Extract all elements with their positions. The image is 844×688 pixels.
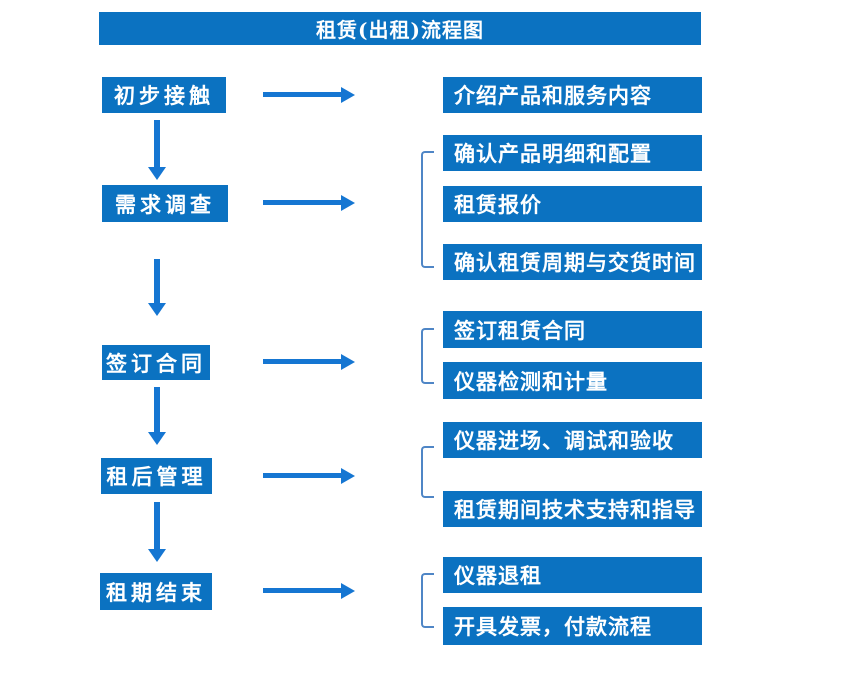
right-arrow-icon	[263, 354, 355, 370]
down-arrow-icon	[148, 259, 166, 316]
flowchart-title: 租赁(出租)流程图	[99, 12, 701, 45]
step-sign-contract: 签订合同	[102, 345, 210, 380]
detail-confirm-rental-period-delivery: 确认租赁周期与交货时间	[443, 244, 702, 280]
detail-instrument-return: 仪器退租	[443, 557, 702, 593]
detail-technical-support-guidance: 租赁期间技术支持和指导	[443, 491, 702, 527]
group-bracket	[421, 328, 434, 384]
group-bracket	[421, 446, 434, 498]
step-initial-contact: 初步接触	[102, 77, 226, 113]
right-arrow-icon	[263, 195, 355, 211]
right-arrow-icon	[263, 87, 355, 103]
step-rental-end: 租期结束	[100, 573, 212, 610]
detail-introduce-products-services: 介绍产品和服务内容	[443, 77, 702, 113]
step-post-rental-management: 租后管理	[101, 458, 212, 494]
detail-confirm-product-details-config: 确认产品明细和配置	[443, 135, 702, 171]
detail-instrument-testing-metering: 仪器检测和计量	[443, 362, 702, 399]
detail-rental-quotation: 租赁报价	[443, 186, 702, 222]
down-arrow-icon	[148, 502, 166, 562]
detail-instrument-entry-debug-acceptance: 仪器进场、调试和验收	[443, 422, 702, 458]
step-demand-survey: 需求调查	[102, 185, 228, 222]
right-arrow-icon	[263, 583, 355, 599]
right-arrow-icon	[263, 468, 355, 484]
group-bracket	[421, 573, 434, 628]
detail-sign-rental-contract: 签订租赁合同	[443, 311, 702, 348]
down-arrow-icon	[148, 387, 166, 445]
detail-invoice-payment-process: 开具发票，付款流程	[443, 607, 702, 645]
down-arrow-icon	[148, 120, 166, 180]
group-bracket	[421, 151, 434, 268]
